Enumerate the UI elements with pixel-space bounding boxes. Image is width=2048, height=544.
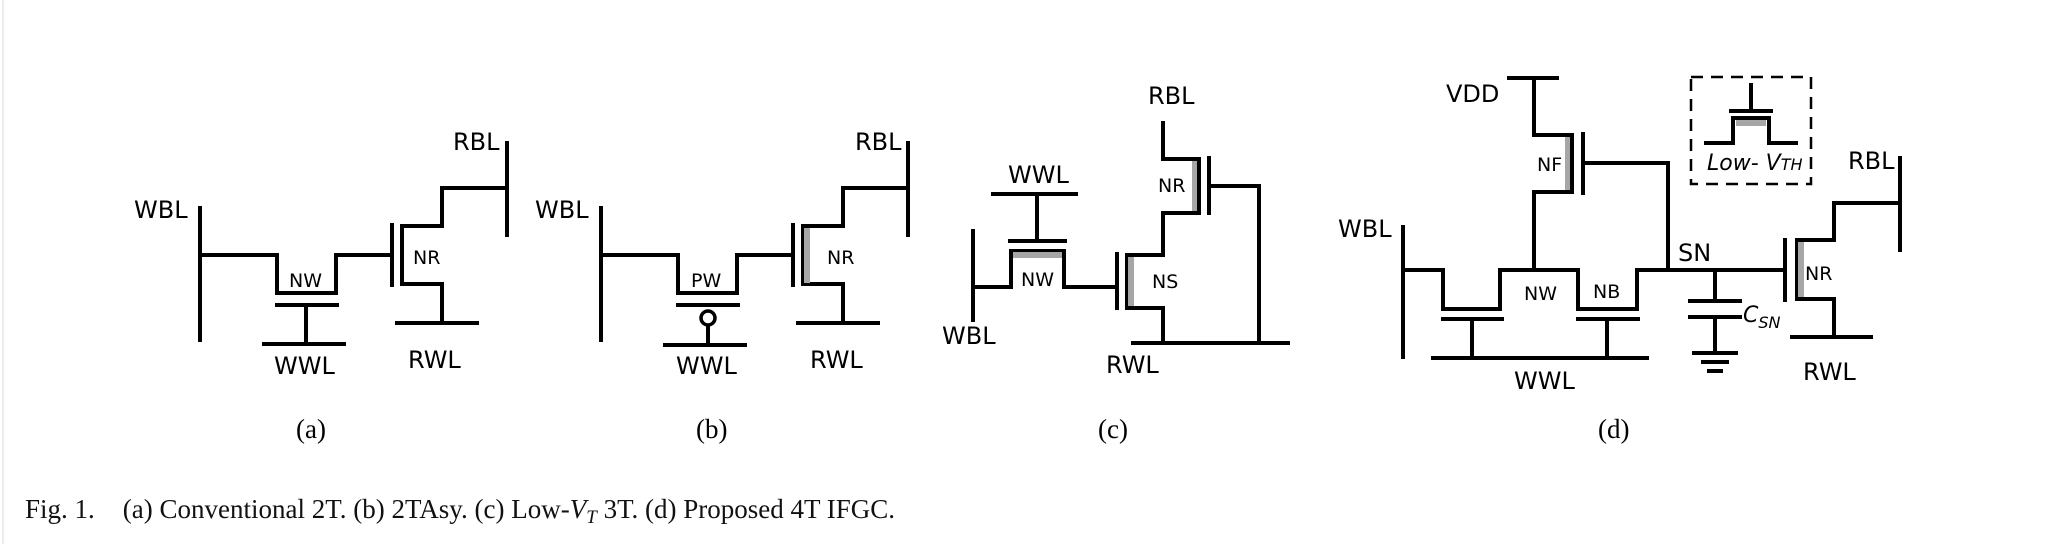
label-rbl: RBL [1148,82,1195,110]
label-rbl: RBL [855,128,902,156]
caption-vt-subscript: T [586,507,597,528]
pmos-inversion-bubble [699,309,717,327]
label-rwl: RWL [1106,351,1159,379]
label-wbl: WBL [134,196,188,224]
label-wbl: WBL [942,322,996,350]
panel-c-low-vt-3t: WBL RBL WWL RWL NW NR NS (c) [942,82,1290,444]
caption-text-2: 3T. (d) Proposed 4T IFGC. [596,494,896,524]
label-wbl: WBL [1338,215,1392,243]
legend-low-vth-text: Low- VTH [1707,151,1803,176]
write-transistor-channel [599,253,794,295]
figure-caption: Fig. 1. (a) Conventional 2T. (b) 2TAsy. (… [25,494,895,529]
caption-text-1: (a) Conventional 2T. (b) 2TAsy. (c) Low- [122,494,570,524]
label-csn-main: C [1743,303,1759,328]
nw-channel [971,249,1119,289]
caption-prefix: Fig. 1. [25,494,95,524]
nr-channel [1161,121,1201,257]
legend-transistor-channel [1704,116,1798,145]
label-wwl: WWL [1008,161,1069,189]
label-rwl: RWL [408,346,461,374]
page-edge-rule [2,0,4,544]
legend-text-main: Low- V [1707,151,1783,176]
nr-channel [1795,201,1836,339]
label-nr: NR [1805,263,1832,285]
label-nw: NW [289,270,322,292]
subcaption-d: (d) [1598,414,1629,444]
read-transistor-channel [801,186,845,325]
read-transistor-channel [400,186,444,325]
label-nr: NR [827,247,854,269]
label-nw: NW [1524,283,1557,305]
label-nr: NR [413,247,440,269]
subcaption-c: (c) [1098,414,1128,444]
label-rwl: RWL [1803,358,1856,386]
label-nf: NF [1537,154,1562,176]
nf-channel [1532,76,1574,272]
label-wbl: WBL [535,196,589,224]
legend-dashed-box [1689,75,1813,186]
label-ns: NS [1152,271,1178,293]
label-pw: PW [691,270,721,292]
label-vdd: VDD [1446,80,1499,108]
label-wwl: WWL [1514,367,1575,395]
panel-d-proposed-4t-ifgc: VDD WBL RBL WWL RWL SN NW NB NF NR CSN L… [1338,75,1902,444]
label-rwl: RWL [810,346,863,374]
write-transistor-channel [198,253,393,295]
panel-a-conventional-2t: WBL RBL WWL RWL NW NR (a) [134,128,509,444]
subcaption-a: (a) [296,414,326,444]
nf-gate-to-sn [1581,161,1670,272]
subcaption-b: (b) [696,414,727,444]
label-csn: CSN [1743,303,1781,332]
label-csn-sub: SN [1758,313,1780,332]
label-nb: NB [1593,281,1620,303]
label-wwl: WWL [676,352,737,380]
label-wwl: WWL [274,352,335,380]
nw-nb-channels [1401,268,1787,311]
nr-gate-feedback [1207,184,1261,345]
ns-channel [1125,253,1165,345]
legend-text-sub: TH [1781,155,1803,174]
label-rbl: RBL [453,128,500,156]
label-nr: NR [1158,175,1185,197]
label-rbl: RBL [1848,147,1895,175]
panel-b-2tasy: WBL RBL WWL RWL PW NR (b) [535,128,910,444]
label-sn: SN [1678,239,1711,267]
label-nw: NW [1021,269,1054,291]
caption-vt-symbol: V [569,494,587,524]
